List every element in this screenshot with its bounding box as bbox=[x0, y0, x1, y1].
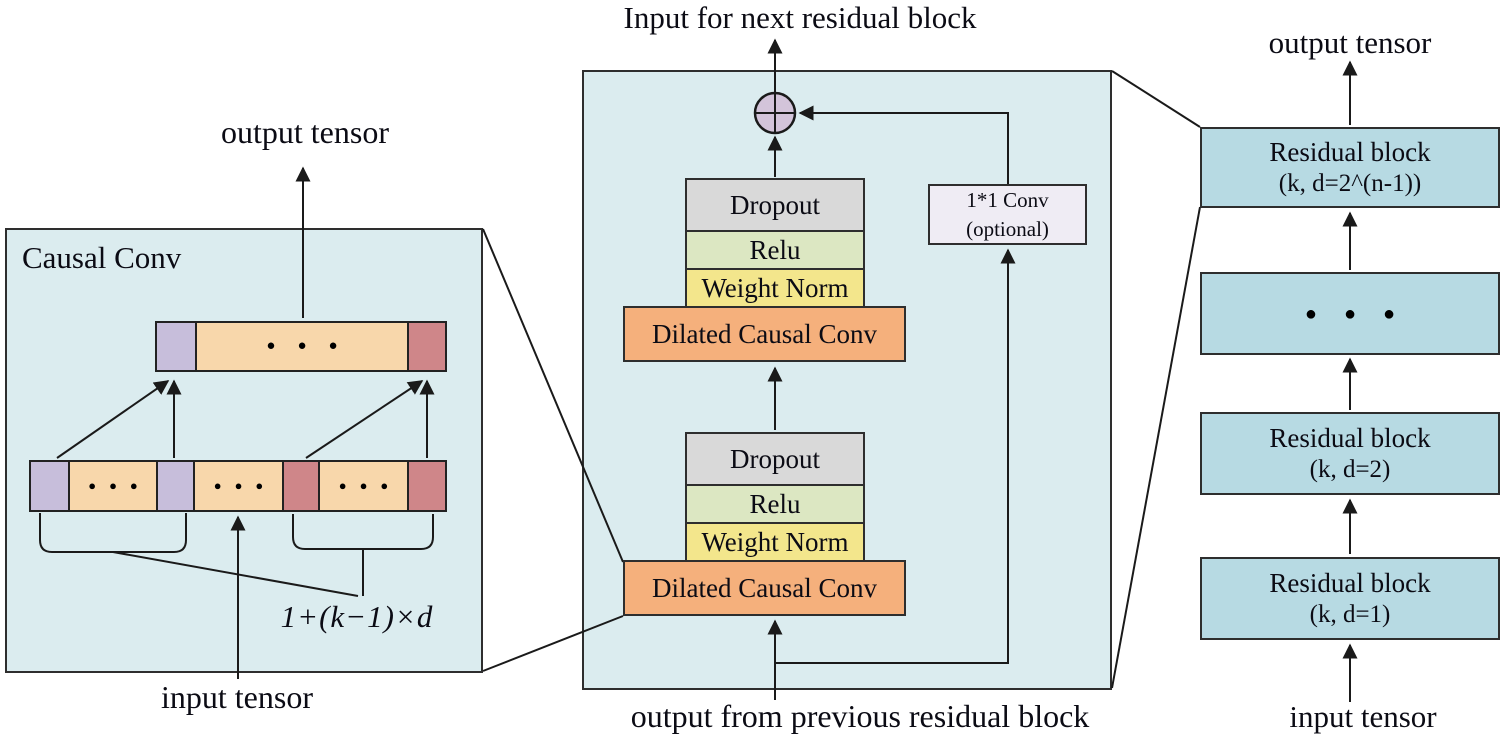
dilated-causal-conv-box: Dilated Causal Conv bbox=[623, 560, 906, 616]
previous-residual-block-label: output from previous residual block bbox=[630, 698, 1090, 734]
tensor-cell-peach: ●●● bbox=[193, 462, 282, 510]
residual-block-ellipsis-box: ●●● bbox=[1200, 272, 1500, 355]
residual-block-label: Residual block bbox=[1269, 568, 1431, 599]
tensor-cell-peach: ●●● bbox=[68, 462, 156, 510]
weight-norm-box: Weight Norm bbox=[685, 522, 865, 562]
right-output-tensor-label: output tensor bbox=[1268, 25, 1432, 60]
ellipsis-dots: ●●● bbox=[88, 478, 151, 493]
tensor-cell-purple bbox=[156, 462, 193, 510]
residual-block-params: (k, d=2^(n-1)) bbox=[1278, 169, 1422, 197]
dilated-causal-conv-box: Dilated Causal Conv bbox=[623, 306, 906, 362]
residual-block-box-top: Residual block (k, d=2^(n-1)) bbox=[1200, 127, 1500, 208]
tensor-cell-red bbox=[282, 462, 318, 510]
causal-conv-title: Causal Conv bbox=[22, 240, 182, 275]
one-by-one-conv-optional-label: (optional) bbox=[966, 216, 1049, 241]
residual-block-label: Residual block bbox=[1269, 423, 1431, 454]
tensor-cell-peach: ●●● bbox=[318, 462, 407, 510]
tensor-cell-red bbox=[407, 462, 445, 510]
residual-block-label: Residual block bbox=[1269, 137, 1431, 168]
dropout-box: Dropout bbox=[685, 178, 865, 232]
right-input-tensor-label: input tensor bbox=[1289, 699, 1437, 734]
ellipsis-dots: ●●● bbox=[338, 478, 402, 493]
one-by-one-conv-label: 1*1 Conv bbox=[966, 188, 1049, 213]
tensor-cell-peach: ●●● bbox=[195, 323, 407, 370]
residual-block-box-d2: Residual block (k, d=2) bbox=[1200, 412, 1500, 495]
next-residual-block-label: Input for next residual block bbox=[623, 0, 977, 35]
dilated-causal-conv-label: Dilated Causal Conv bbox=[652, 318, 877, 349]
weight-norm-label: Weight Norm bbox=[701, 526, 849, 557]
receptive-field-formula: 1+(k−1)×d bbox=[280, 599, 434, 634]
residual-block-params: (k, d=2) bbox=[1309, 455, 1391, 483]
ellipsis-dots: ●●● bbox=[266, 338, 360, 354]
tensor-cell-red bbox=[407, 323, 445, 370]
tensor-cell-purple bbox=[157, 323, 195, 370]
residual-block-box-d1: Residual block (k, d=1) bbox=[1200, 557, 1500, 640]
ellipsis-dots: ●●● bbox=[1304, 302, 1423, 325]
relu-label: Relu bbox=[749, 488, 801, 519]
output-tensor-bar: ●●● bbox=[155, 321, 447, 372]
ellipsis-dots: ●●● bbox=[213, 478, 277, 493]
relu-box: Relu bbox=[685, 484, 865, 524]
dropout-box: Dropout bbox=[685, 432, 865, 486]
dropout-label: Dropout bbox=[730, 443, 820, 474]
tensor-cell-purple bbox=[31, 462, 68, 510]
one-by-one-conv-box: 1*1 Conv (optional) bbox=[928, 184, 1087, 245]
relu-label: Relu bbox=[749, 234, 801, 265]
dropout-label: Dropout bbox=[730, 189, 820, 220]
left-input-tensor-label: input tensor bbox=[161, 679, 313, 715]
input-tensor-bar: ●●● ●●● ●●● bbox=[29, 460, 447, 512]
causal-conv-panel bbox=[5, 228, 483, 673]
weight-norm-box: Weight Norm bbox=[685, 268, 865, 308]
left-output-tensor-label: output tensor bbox=[221, 114, 389, 150]
residual-block-params: (k, d=1) bbox=[1309, 600, 1391, 628]
add-icon bbox=[753, 91, 797, 135]
weight-norm-label: Weight Norm bbox=[701, 272, 849, 303]
dilated-causal-conv-label: Dilated Causal Conv bbox=[652, 572, 877, 603]
relu-box: Relu bbox=[685, 230, 865, 270]
